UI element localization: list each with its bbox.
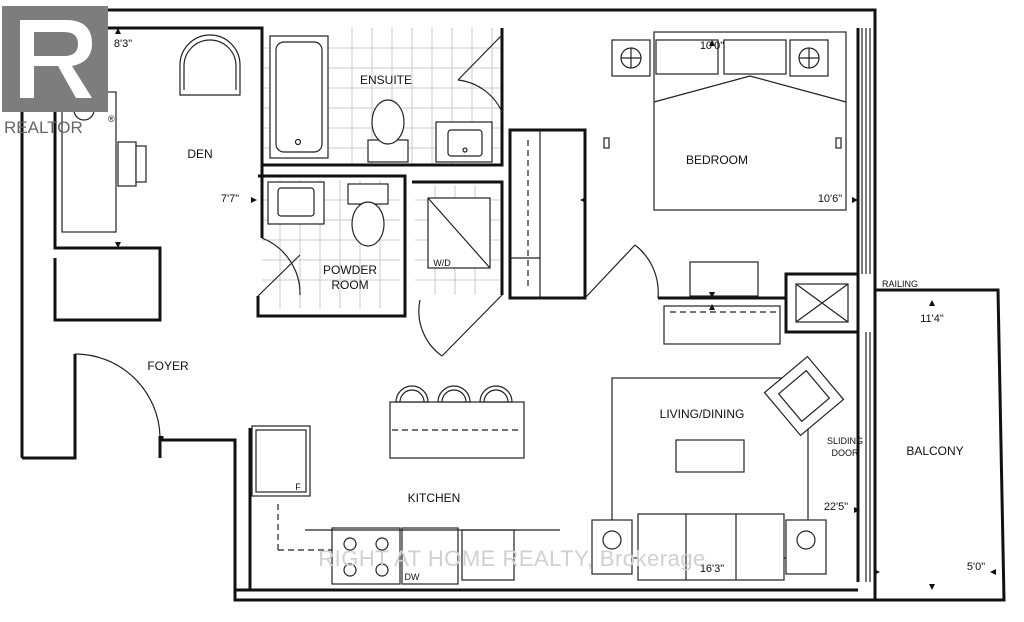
- living-length-dim: 22'5": [824, 501, 848, 513]
- walls: [20, 8, 1006, 602]
- balcony-label: BALCONY: [906, 444, 963, 458]
- realtor-logo-mark: ®: [108, 114, 115, 124]
- ensuite-fixtures: [269, 35, 493, 163]
- powder-label-line2: ROOM: [331, 278, 368, 292]
- bedroom-label: BEDROOM: [686, 153, 748, 167]
- balcony-width-dim: 11'4": [920, 313, 944, 325]
- realtor-logo: REALTOR ®: [2, 6, 115, 137]
- foyer-label: FOYER: [147, 359, 189, 373]
- brokerage-watermark: RIGHT AT HOME REALTY, Brokerage: [318, 546, 706, 571]
- wardrobe: [510, 130, 541, 298]
- bedroom-furniture: [603, 31, 847, 345]
- bedroom-length-dim: 10'6": [818, 193, 842, 205]
- den-furniture: [61, 34, 241, 233]
- sliding-door-label-line2: DOOR: [832, 448, 860, 458]
- living-label: LIVING/DINING: [660, 407, 745, 421]
- balcony-depth-dim: 5'0": [967, 561, 985, 573]
- fridge-label: F: [295, 482, 301, 492]
- den-label: DEN: [187, 147, 212, 161]
- kitchen-fixtures: [251, 385, 560, 585]
- bedroom-width-dim: 10'0": [700, 40, 724, 52]
- dimension-arrows: [115, 28, 996, 590]
- powder-fixtures: [267, 181, 491, 269]
- sliding-door-label-line1: SLIDING: [827, 436, 863, 446]
- living-width-dim: 16'3": [700, 563, 724, 575]
- kitchen-label: KITCHEN: [408, 491, 461, 505]
- ensuite-label: ENSUITE: [360, 73, 412, 87]
- door-swings: [74, 34, 659, 437]
- laundry-label: W/D: [433, 258, 451, 268]
- powder-label-line1: POWDER: [323, 263, 377, 277]
- den-width-dim: 8'3": [114, 38, 132, 50]
- dishwasher-label: DW: [405, 572, 420, 582]
- railing-label: RAILING: [882, 279, 918, 289]
- realtor-logo-text: REALTOR: [4, 118, 83, 137]
- den-length-dim: 7'7": [221, 193, 239, 205]
- living-furniture: [591, 283, 849, 581]
